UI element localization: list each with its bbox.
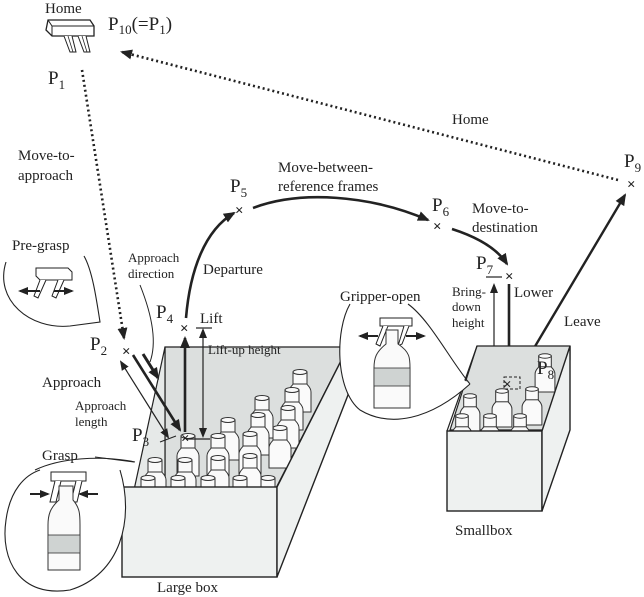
approach-length-dimension	[119, 360, 170, 439]
move-to-approach-label-1: Move-to-	[18, 148, 75, 164]
approach-label: Approach	[42, 375, 102, 391]
small-box-label: Smallbox	[455, 523, 513, 539]
move-to-destination-path	[451, 227, 509, 266]
point-label-p7: P7	[476, 253, 494, 277]
departure-label: Departure	[203, 262, 263, 278]
home-label: Home	[45, 1, 82, 17]
departure-path	[184, 211, 236, 319]
point-label-p2: P2	[90, 334, 107, 358]
leave-label: Leave	[564, 314, 601, 330]
bring-down-label-2: down	[452, 299, 481, 314]
lift-label: Lift	[200, 311, 223, 327]
pre-grasp-label: Pre-grasp	[12, 238, 69, 254]
home-gripper-icon	[45, 19, 95, 53]
p9-marker: ×	[627, 177, 636, 193]
p3-marker: ×	[181, 431, 190, 447]
point-label-p4: P4	[156, 302, 174, 326]
move-to-destination-label-2: destination	[472, 220, 538, 236]
p4-marker: ×	[180, 321, 189, 337]
pre-grasp-gripper-icon	[18, 267, 74, 299]
small-box	[446, 345, 571, 512]
approach-length-tick	[159, 435, 177, 443]
point-label-p1: P1	[48, 68, 65, 92]
lift-up-height-label: Lift-up height	[208, 342, 281, 357]
p7-marker: ×	[505, 269, 514, 285]
home-return-path	[120, 49, 619, 182]
bottle-icon	[534, 353, 556, 393]
home-return-label: Home	[452, 112, 489, 128]
bottle-icon	[491, 388, 513, 428]
approach-length-label-2: length	[75, 414, 108, 429]
move-between-label-1: Move-between-	[278, 160, 373, 176]
approach-length-label-1: Approach	[75, 398, 127, 413]
lower-label: Lower	[514, 285, 553, 301]
p2-marker: ×	[122, 344, 131, 360]
point-label-p5: P5	[230, 176, 247, 200]
bottle-icon	[521, 386, 543, 426]
grasp-label: Grasp	[42, 448, 78, 464]
move-to-destination-label-1: Move-to-	[472, 201, 529, 217]
p8-marker: ×	[503, 377, 512, 393]
pre-grasp-callout	[3, 255, 101, 327]
grasp-bottle-icon	[30, 471, 98, 571]
bring-down-label-1: Bring-	[452, 284, 486, 299]
gripper-open-bottle-icon	[358, 317, 426, 409]
grasp-leader	[94, 456, 135, 463]
move-between-path	[252, 195, 430, 222]
point-label-p3: P3	[132, 425, 149, 449]
approach-direction-leader	[139, 284, 154, 363]
move-between-label-2: reference frames	[278, 179, 378, 195]
move-to-approach-path	[80, 69, 128, 340]
move-to-approach-label-2: approach	[18, 168, 73, 184]
p6-marker: ×	[433, 219, 442, 235]
point-label-p9: P9	[624, 151, 641, 175]
approach-direction-label-1: Approach	[128, 250, 180, 265]
approach-direction-label-2: direction	[128, 266, 175, 281]
bring-down-label-3: height	[452, 315, 485, 330]
p5-marker: ×	[235, 203, 244, 219]
gripper-open-label: Gripper-open	[340, 289, 421, 305]
point-label-p10: P10(=P1)	[108, 14, 172, 37]
point-label-p6: P6	[432, 195, 450, 219]
point-label-p8: P8	[537, 358, 554, 382]
bottle-icon	[268, 425, 292, 469]
large-box-label: Large box	[157, 580, 218, 596]
large-box	[121, 346, 349, 578]
target-slot-outline	[503, 376, 521, 390]
